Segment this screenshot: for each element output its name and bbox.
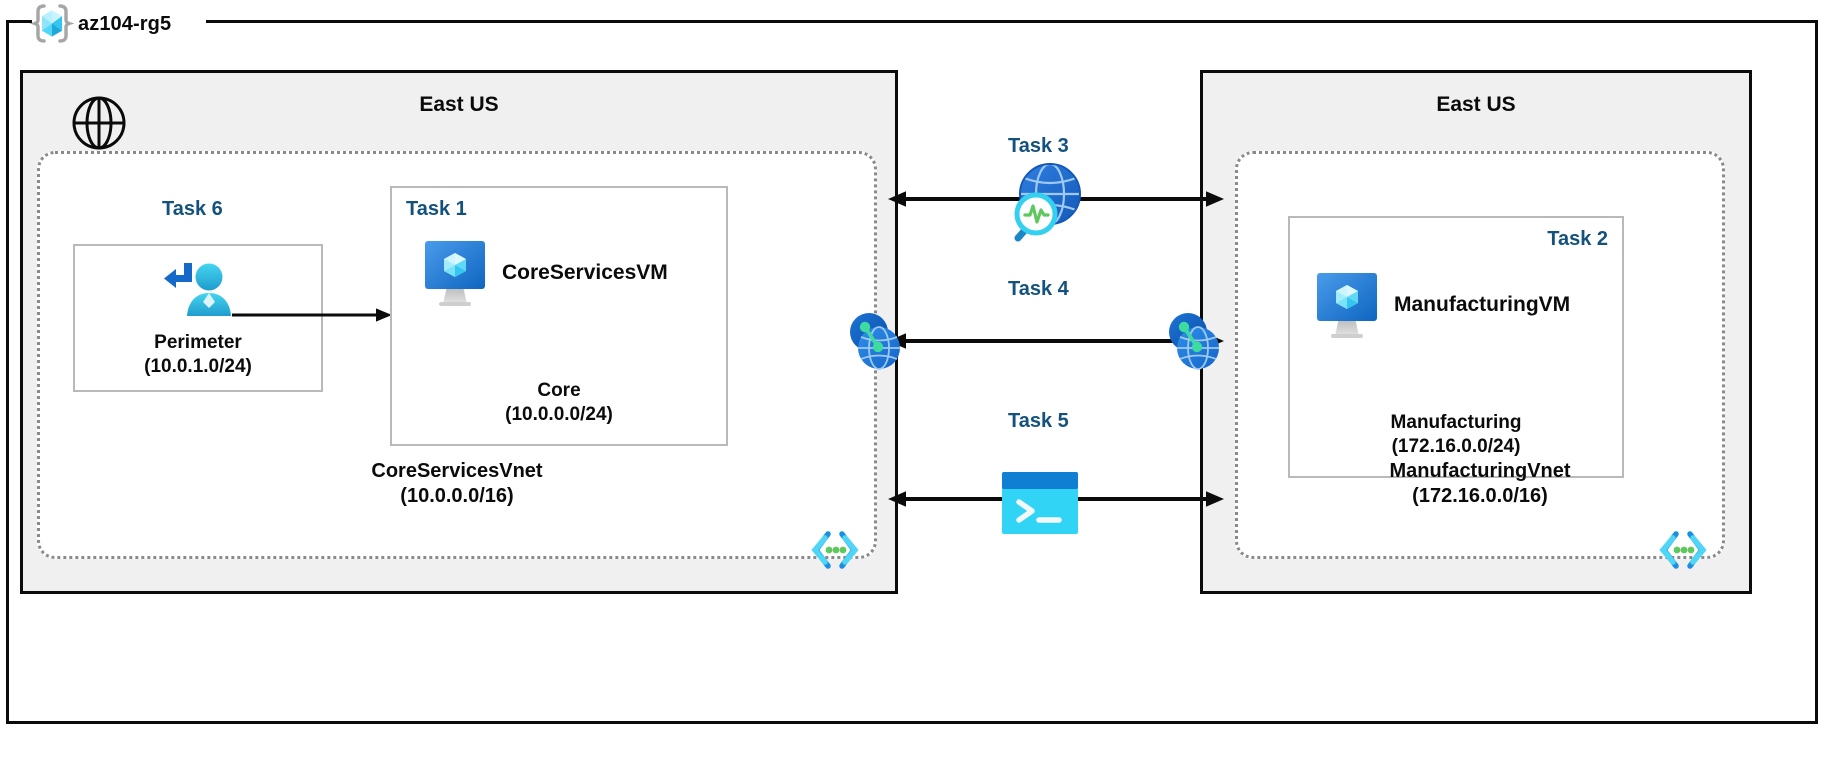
vnet-peering-icon: [1164, 310, 1226, 372]
task-label-task-4: Task 4: [1008, 278, 1069, 300]
vnet-brackets-icon: [811, 530, 859, 570]
vnet-coreservices-name: CoreServicesVnet: [371, 459, 543, 482]
vnet-manufacturing-cidr: (172.16.0.0/16): [1412, 485, 1548, 508]
subnet-perimeter-cidr: (10.0.1.0/24): [144, 356, 252, 378]
subnet-manufacturing-cidr: (172.16.0.0/24): [1391, 436, 1521, 458]
subnet-manufacturing: Task 2: [1288, 216, 1624, 478]
resource-group-name: az104-rg5: [78, 12, 172, 35]
vnet-coreservices-caption: CoreServicesVnet (10.0.0.0/16): [40, 459, 874, 510]
user-access-icon: [160, 258, 238, 336]
virtual-machine-icon: [422, 238, 488, 308]
resource-group-title: az104-rg5: [29, 2, 178, 46]
subnet-perimeter: Perimeter (10.0.1.0/24): [73, 244, 323, 392]
region-panel-east-us-left: East US Task 6: [20, 70, 898, 594]
task-tag-task-1: Task 1: [406, 198, 467, 220]
subnet-core-name: Core: [537, 379, 581, 401]
vm-coreservices: CoreServicesVM: [422, 238, 668, 308]
rg-border-top-left: [6, 20, 32, 23]
vnet-coreservices: Task 6: [37, 151, 877, 569]
vnet-peering-icon: [845, 310, 907, 372]
vm-manufacturing: ManufacturingVM: [1314, 270, 1570, 340]
vm-coreservices-name: CoreServicesVM: [502, 261, 668, 284]
vnet-coreservices-cidr: (10.0.0.0/16): [400, 485, 514, 508]
vnet-manufacturing: Task 2: [1235, 151, 1725, 569]
cloud-shell-icon: [1002, 472, 1078, 534]
subnet-core-cidr: (10.0.0.0/24): [505, 404, 613, 426]
subnet-manufacturing-caption: Manufacturing (172.16.0.0/24): [1290, 411, 1622, 460]
region-title-right: East US: [1436, 93, 1516, 116]
vnet-brackets-icon: [1659, 530, 1707, 570]
subnet-perimeter-caption: Perimeter (10.0.1.0/24): [75, 331, 321, 380]
virtual-machine-icon: [1314, 270, 1380, 340]
region-title-left: East US: [419, 93, 499, 116]
resource-group-container: az104-rg5: [6, 2, 1818, 724]
perimeter-to-core-arrow: [232, 306, 394, 324]
subnet-core-caption: Core (10.0.0.0/24): [392, 379, 726, 428]
region-panel-east-us-right: East US Task 2: [1200, 70, 1752, 594]
rg-border-bottom: [6, 721, 1818, 724]
task-label-task-3: Task 3: [1008, 135, 1069, 157]
rg-border-top-right: [206, 20, 1818, 23]
task-tag-task-2: Task 2: [1547, 228, 1608, 250]
internet-globe-icon: [71, 95, 127, 151]
vnet-manufacturing-caption: ManufacturingVnet (172.16.0.0/16): [1238, 459, 1722, 510]
subnet-manufacturing-name: Manufacturing: [1390, 411, 1522, 433]
rg-border-right: [1815, 20, 1818, 724]
vm-manufacturing-name: ManufacturingVM: [1394, 293, 1571, 316]
resource-group-cube-icon: [29, 3, 75, 45]
subnet-perimeter-name: Perimeter: [154, 331, 242, 353]
task-label-task-5: Task 5: [1008, 410, 1069, 432]
rg-border-left: [6, 20, 9, 724]
vnet-manufacturing-name: ManufacturingVnet: [1389, 459, 1571, 482]
network-watcher-icon: [1000, 160, 1088, 246]
task-tag-task-6: Task 6: [162, 198, 223, 220]
subnet-core: Task 1: [390, 186, 728, 446]
